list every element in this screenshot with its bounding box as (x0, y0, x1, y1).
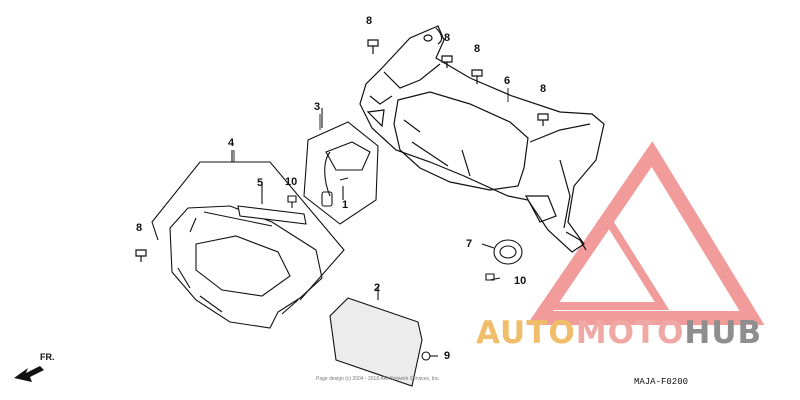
callout-8: 8 (444, 32, 451, 44)
diagram-code: MAJA-F0200 (633, 377, 688, 387)
callout-7: 7 (466, 238, 473, 250)
brand-part-auto: AUTO (476, 315, 576, 351)
callout-8: 8 (366, 15, 373, 27)
part-6-inner-fairing (359, 25, 605, 253)
part-2-lid-panel (329, 286, 423, 387)
callout-10: 10 (514, 275, 527, 287)
part-5-strip (237, 184, 307, 225)
part-3-switch-box (303, 108, 379, 225)
callout-10: 10 (285, 176, 298, 188)
copyright-notice: Page design (c) 2004 - 2018 ARI Network … (316, 376, 440, 382)
front-arrow-icon (14, 366, 44, 382)
watermark-logo-icon (526, 141, 765, 325)
brand-part-hub: HUB (684, 315, 763, 351)
screw-8-icons (135, 39, 549, 262)
callout-5: 5 (257, 177, 264, 189)
callout-2: 2 (374, 282, 381, 294)
callout-4: 4 (228, 137, 235, 149)
screw-10-icons (287, 195, 501, 281)
callout-8: 8 (540, 83, 547, 95)
leader-lines (233, 88, 509, 162)
callout-9: 9 (444, 350, 451, 362)
callout-8: 8 (136, 222, 143, 234)
callout-1: 1 (342, 199, 349, 211)
callout-6: 6 (504, 75, 511, 87)
callout-8: 8 (474, 43, 481, 55)
part-7-grommet (481, 239, 523, 265)
part-4-meter-visor (151, 150, 345, 329)
nut-9-icon (421, 351, 438, 361)
brand-part-moto: MOTO (575, 315, 685, 351)
callout-3: 3 (314, 101, 321, 113)
front-label: FR. (40, 352, 55, 362)
watermark-brand: AUTOMOTOHUB (476, 318, 762, 349)
